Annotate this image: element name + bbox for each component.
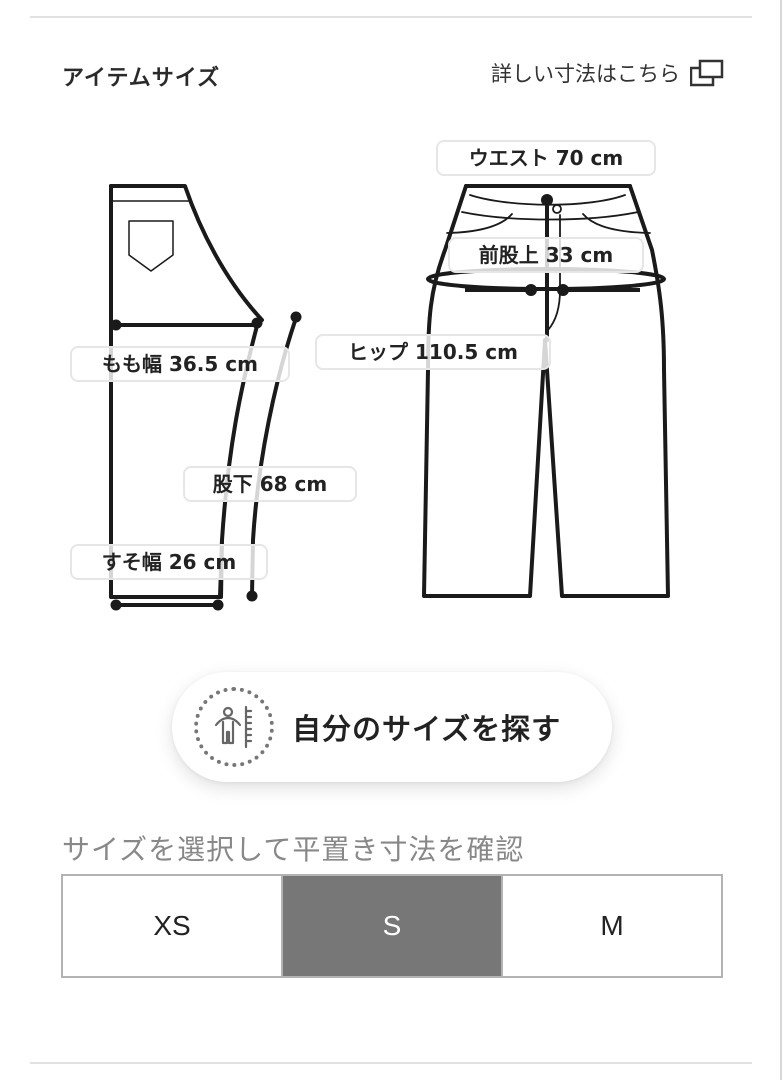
scrollbar-edge: [780, 0, 782, 1080]
front-rise-label: 前股上 33 cm: [448, 237, 644, 273]
hem-width-label: すそ幅 26 cm: [70, 544, 268, 580]
size-option-s[interactable]: S: [281, 876, 501, 976]
body-measure-icon: [194, 687, 274, 767]
size-option-m[interactable]: M: [501, 876, 721, 976]
size-diagram: もも幅 36.5 cm 股下 68 cm すそ幅 26 cm ウエスト 70 c…: [0, 120, 784, 640]
top-divider: [30, 16, 752, 18]
inseam-label: 股下 68 cm: [183, 466, 357, 502]
size-option-xs[interactable]: XS: [63, 876, 281, 976]
waist-label: ウエスト 70 cm: [436, 140, 656, 176]
section-title: アイテムサイズ: [62, 66, 221, 91]
thigh-width-label: もも幅 36.5 cm: [70, 346, 290, 382]
find-my-size-button[interactable]: 自分のサイズを探す: [172, 672, 612, 782]
find-my-size-label: 自分のサイズを探す: [292, 712, 562, 746]
detail-link-label: 詳しい寸法はこちら: [491, 62, 680, 86]
detailed-dimensions-link[interactable]: 詳しい寸法はこちら: [491, 58, 724, 88]
size-select-prompt: サイズを選択して平置き寸法を確認: [62, 833, 525, 866]
bottom-divider: [30, 1062, 752, 1064]
size-selector: XS S M: [61, 874, 723, 978]
hip-label: ヒップ 110.5 cm: [315, 334, 551, 370]
external-window-icon: [690, 59, 724, 87]
